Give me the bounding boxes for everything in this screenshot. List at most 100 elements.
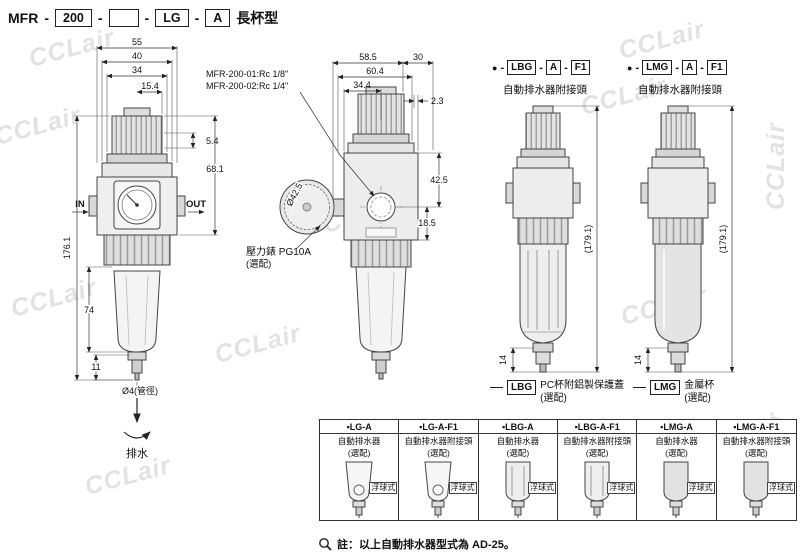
- dim-60-4: 60.4: [366, 66, 384, 76]
- drain-nut: [371, 351, 391, 361]
- lmg-legend: LMG 金屬杯 (選配): [633, 380, 714, 405]
- lmg-view: [640, 105, 716, 373]
- out-port: [176, 195, 186, 217]
- body: [343, 152, 419, 241]
- drain-drawing: 浮球式: [479, 458, 557, 520]
- column-optional: (選配): [585, 448, 609, 459]
- lbg-code-row: ● - LBG - A - F1: [492, 60, 591, 75]
- model-blank-box: [108, 9, 139, 27]
- knob-cap: [123, 107, 151, 117]
- drain-stem: [131, 359, 143, 374]
- bowl-clamp: [350, 239, 412, 268]
- magnifier-icon: [319, 538, 332, 551]
- name-plate: [365, 227, 397, 238]
- column-optional: (選配): [665, 448, 688, 459]
- mini-bowl-drawing: [584, 461, 610, 519]
- bowl: [113, 270, 161, 353]
- separator: -: [97, 10, 103, 26]
- port-size-1: MFR-200-01:Rc 1/8": [206, 69, 288, 79]
- drain-drawing: 浮球式: [320, 458, 398, 520]
- separator: -: [44, 10, 49, 26]
- column-desc: 自動排水器附接頭: [404, 436, 473, 446]
- lmg-a-box: A: [682, 60, 698, 75]
- in-port: [88, 195, 98, 217]
- metal-bowl: [654, 243, 702, 344]
- bowl: [355, 266, 407, 353]
- table-column: ▪LBG-A-F1 自動排水器附接頭 (選配) 浮球式: [558, 420, 638, 521]
- dim-68-1: 68.1: [206, 164, 224, 174]
- dim-179-1: (179.1): [583, 225, 593, 254]
- column-title: ▪LBG-A-F1: [558, 420, 637, 434]
- lbg-legend-box: LBG: [507, 380, 537, 395]
- lbg-legend-optional: (選配): [540, 392, 567, 404]
- drain-nut: [127, 351, 147, 361]
- lmg-legend-optional: (選配): [684, 392, 711, 404]
- dim-2-3: 2.3: [431, 96, 444, 106]
- separator: -: [194, 10, 200, 26]
- float-type-tag: 浮球式: [528, 482, 556, 495]
- dim-40: 40: [132, 51, 142, 61]
- column-desc: 自動排水器: [337, 436, 381, 446]
- bullet-icon: ●: [492, 62, 498, 73]
- drain-tip: [134, 372, 140, 381]
- model-cup-box: LG: [155, 9, 189, 27]
- top-flange: [101, 162, 173, 178]
- column-desc: 自動排水器: [655, 436, 698, 446]
- model-designation: MFR - 200 - - LG - A 長杯型: [8, 8, 278, 28]
- dim-58-5: 58.5: [359, 52, 377, 62]
- float-type-tag: 浮球式: [607, 482, 636, 495]
- leader-line: [490, 387, 503, 388]
- separator: -: [564, 61, 568, 74]
- float-type-tag: 浮球式: [448, 482, 477, 495]
- pipe-dia-label: Ø4(管徑): [122, 385, 158, 396]
- dim-14: 14: [498, 355, 508, 365]
- lmg-legend-text: 金屬杯: [684, 380, 715, 391]
- lbg-view-dims: [510, 105, 600, 373]
- float-type-tag: 浮球式: [767, 482, 795, 495]
- lbg-code-box: LBG: [507, 60, 537, 75]
- dim-30: 30: [413, 52, 423, 62]
- adjust-knob: [525, 112, 561, 150]
- table-column: ▪LG-A 自動排水器 (選配) 浮球式: [320, 420, 400, 521]
- unscrew-arrow: [123, 431, 151, 440]
- port-size-2: MFR-200-02:Rc 1/4": [206, 81, 288, 91]
- column-title: ▪LG-A: [320, 420, 399, 434]
- bowl-guard: [519, 243, 567, 344]
- column-title: ▪LMG-A: [637, 420, 716, 434]
- dim-15-4: 15.4: [141, 81, 159, 91]
- drain-label: 排水: [126, 446, 148, 460]
- table-column: ▪LBG-A 自動排水器 (選配) 浮球式: [478, 420, 558, 521]
- dim-176-1: 176.1: [62, 237, 72, 260]
- dim-179-1: (179.1): [718, 225, 728, 254]
- separator: -: [635, 61, 640, 74]
- mini-bowl-drawing: [345, 461, 373, 519]
- dim-42-5: 42.5: [430, 175, 448, 185]
- table-column: ▪LG-A-F1 自動排水器附接頭 (選配) 浮球式: [399, 420, 479, 521]
- mini-bowl-drawing: [663, 461, 689, 519]
- in-label: IN: [75, 199, 85, 210]
- drain-drawing: 浮球式: [717, 458, 796, 520]
- lbg-legend: LBG PC杯附鋁製保護蓋 (選配): [490, 380, 624, 405]
- out-label: OUT: [186, 199, 206, 210]
- front-view-dims: [72, 45, 218, 381]
- model-drain-box: A: [205, 9, 231, 27]
- lbg-a-box: A: [545, 60, 562, 75]
- top-flange: [347, 142, 415, 154]
- adjust-knob: [111, 115, 163, 155]
- dim-14: 14: [633, 355, 643, 365]
- body: [512, 167, 574, 219]
- drain-stem: [375, 359, 387, 374]
- column-title: ▪LBG-A: [478, 420, 557, 434]
- drain-drawing: 浮球式: [637, 458, 715, 520]
- column-title: ▪LMG-A-F1: [716, 420, 796, 434]
- table-column: ▪LMG-A-F1 自動排水器附接頭 (選配) 浮球式: [716, 420, 796, 520]
- mini-bowl-drawing: [424, 461, 453, 519]
- dim-74: 74: [84, 305, 94, 315]
- model-type-label: 長杯型: [236, 10, 279, 26]
- separator: -: [500, 61, 505, 74]
- separator: -: [700, 61, 704, 74]
- side-view-dims: [295, 60, 442, 250]
- drain-drawing: 浮球式: [399, 458, 477, 520]
- footnote-text: 註：以上自動排水器型式為 AD-25。: [337, 539, 515, 551]
